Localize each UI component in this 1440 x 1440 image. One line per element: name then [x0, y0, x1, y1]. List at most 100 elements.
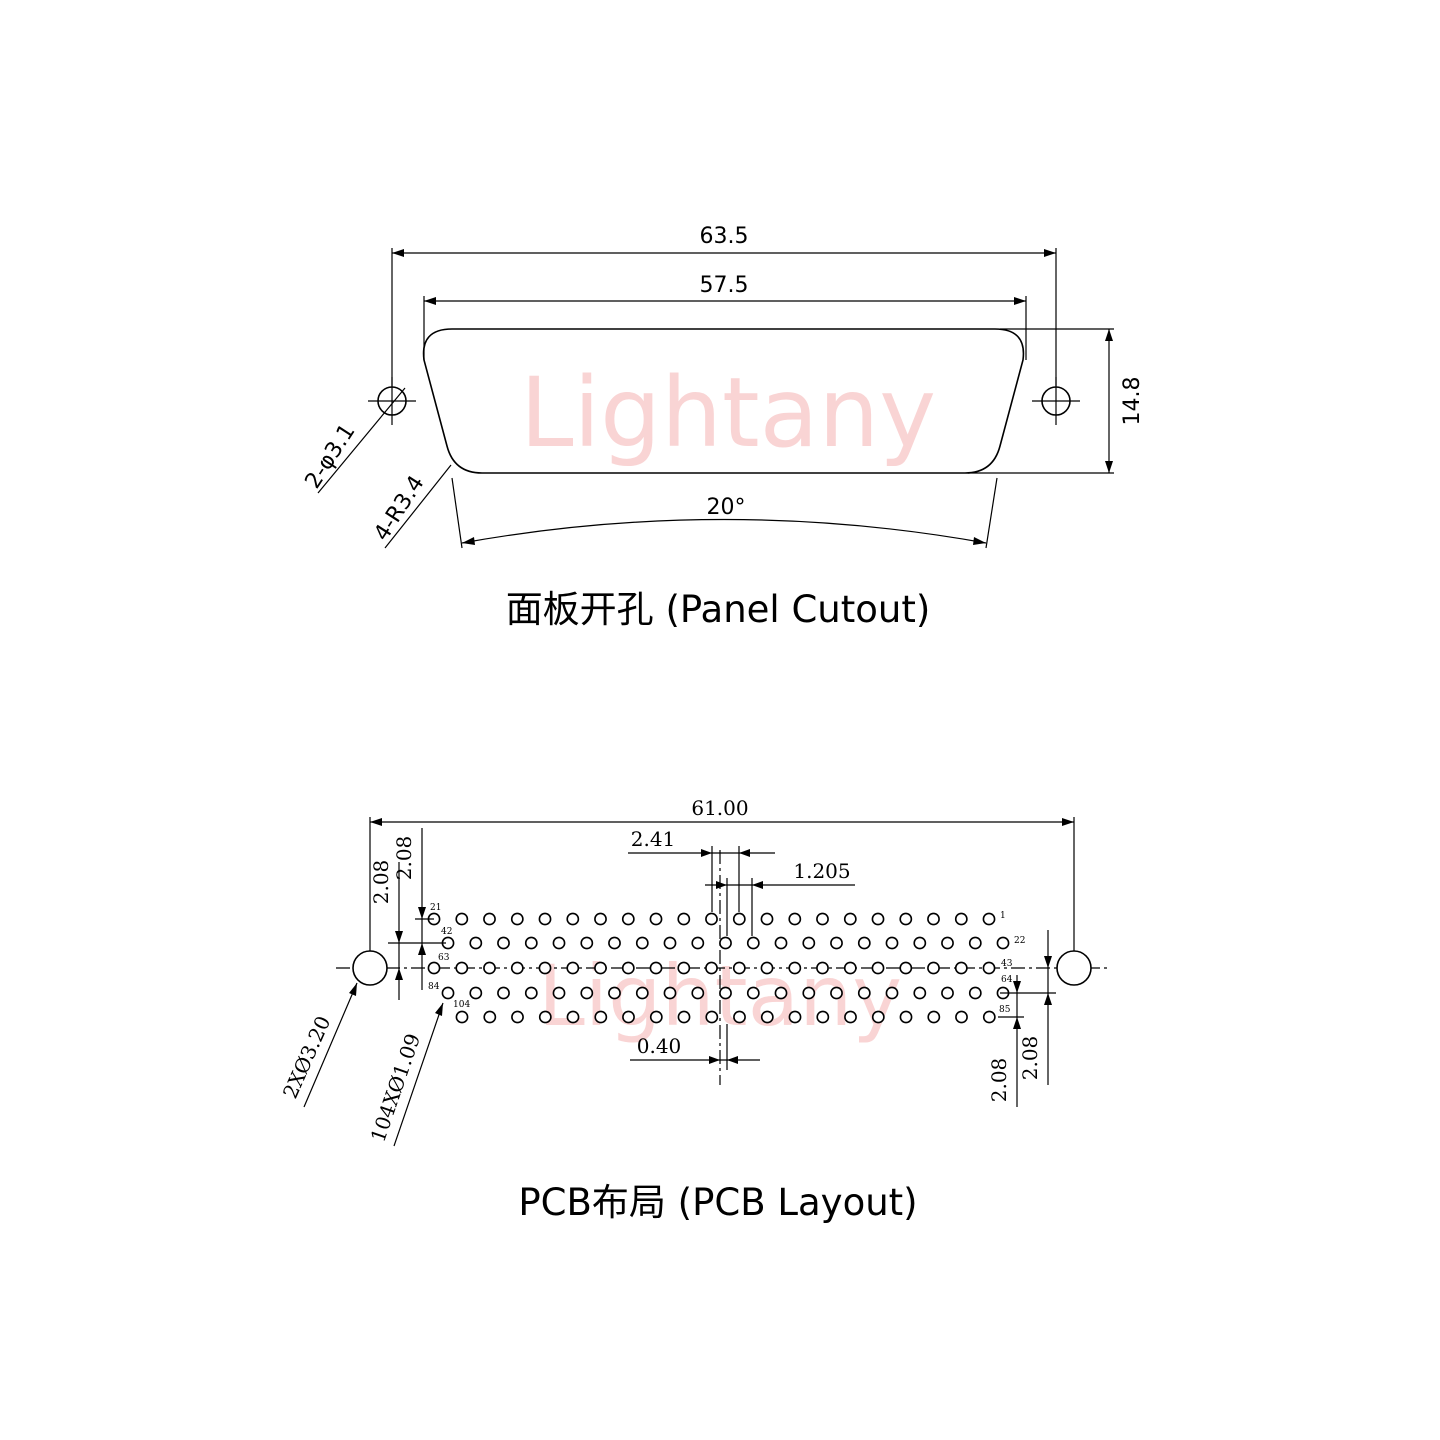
- pin-hole-5: [871, 912, 885, 926]
- pin-hole-19: [483, 912, 496, 926]
- label-corner-radius: 4-R3.4: [369, 471, 429, 545]
- pin-hole-84: [441, 986, 455, 1000]
- pin-hole-86: [955, 1010, 968, 1024]
- pin-hole-94: [733, 1010, 746, 1024]
- panel-title: 面板开孔 (Panel Cutout): [506, 588, 931, 631]
- pin-hole-53: [705, 961, 718, 975]
- pin-hole-62: [455, 961, 469, 975]
- pin-label-63: 63: [438, 953, 450, 963]
- pin-hole-36: [608, 936, 621, 950]
- pin-hole-52: [732, 961, 746, 975]
- pin-hole-33: [691, 936, 705, 950]
- pin-label-85: 85: [999, 1005, 1011, 1015]
- dim-right-inner: 2.08: [987, 1058, 1011, 1103]
- pin-hole-37: [580, 936, 594, 950]
- dim-pitch: 2.41: [631, 827, 676, 851]
- pin-hole-13: [649, 912, 663, 926]
- pin-hole-15: [594, 912, 607, 926]
- dim-right-outer: 2.08: [1018, 1036, 1042, 1081]
- pin-hole-77: [635, 986, 649, 1000]
- pin-hole-10: [732, 912, 746, 926]
- dim-overall-width: 63.5: [700, 224, 749, 249]
- pin-hole-55: [649, 961, 663, 975]
- pin-hole-85: [982, 1010, 996, 1024]
- pin-hole-59: [538, 961, 552, 975]
- pin-hole-65: [968, 986, 982, 1000]
- pin-hole-51: [760, 961, 774, 975]
- pin-hole-75: [691, 986, 705, 1000]
- pin-hole-69: [857, 986, 871, 1000]
- pin-label-21: 21: [430, 903, 441, 913]
- pin-label-43: 43: [1001, 959, 1013, 969]
- pin-hole-46: [899, 961, 913, 975]
- pin-hole-104: [455, 1010, 469, 1024]
- pin-hole-103: [483, 1010, 497, 1024]
- pin-hole-3: [927, 912, 940, 926]
- pin-hole-57: [594, 961, 607, 975]
- pin-hole-35: [635, 936, 649, 950]
- pcb-layout-view: Lightany 61.00 2.41 1.205 0.40: [278, 796, 1110, 1224]
- pin-hole-70: [830, 986, 843, 1000]
- pcb-mount-hole-left: [352, 950, 388, 986]
- pin-hole-92: [788, 1010, 802, 1024]
- label-pcb-mount-holes: 2XØ3.20: [278, 1012, 336, 1102]
- pin-hole-98: [622, 1010, 635, 1024]
- label-mount-holes: 2-φ3.1: [301, 420, 361, 494]
- pin-hole-79: [580, 986, 594, 1000]
- pin-hole-83: [469, 986, 483, 1000]
- pin-hole-38: [552, 936, 566, 950]
- pin-hole-22: [996, 936, 1010, 950]
- pin-hole-96: [677, 1010, 691, 1024]
- pin-hole-78: [608, 986, 621, 1000]
- pin-hole-30: [774, 936, 788, 950]
- label-pin-holes: 104XØ1.09: [366, 1030, 425, 1145]
- pin-hole-20: [455, 912, 469, 926]
- pin-hole-31: [746, 936, 760, 950]
- pin-hole-100: [566, 1010, 580, 1024]
- pin-hole-72: [774, 986, 788, 1000]
- pin-hole-45: [927, 961, 940, 975]
- pin-hole-102: [511, 1010, 524, 1024]
- pin-hole-71: [802, 986, 816, 1000]
- pin-hole-54: [677, 961, 691, 975]
- pin-hole-74: [719, 986, 732, 1000]
- pin-hole-27: [857, 936, 871, 950]
- pin-label-22: 22: [1014, 936, 1025, 946]
- pin-hole-73: [746, 986, 760, 1000]
- pin-hole-40: [497, 936, 510, 950]
- pin-grid: [427, 912, 1010, 1024]
- dim-offset: 0.40: [637, 1034, 682, 1058]
- pin-hole-49: [816, 961, 829, 975]
- pin-hole-66: [941, 986, 954, 1000]
- dim-left-inner: 2.08: [392, 836, 416, 881]
- pin-hole-47: [871, 961, 885, 975]
- pin-hole-14: [621, 912, 635, 926]
- pcb-title: PCB布局 (PCB Layout): [518, 1181, 917, 1224]
- pin-hole-56: [621, 961, 635, 975]
- pin-hole-82: [497, 986, 510, 1000]
- pin-label-42: 42: [441, 927, 452, 937]
- pin-hole-93: [760, 1010, 774, 1024]
- pin-hole-34: [663, 936, 677, 950]
- pin-hole-95: [705, 1010, 719, 1024]
- pin-hole-68: [885, 986, 899, 1000]
- pin-hole-25: [913, 936, 927, 950]
- pin-hole-76: [663, 986, 677, 1000]
- pin-hole-11: [705, 912, 718, 926]
- pin-hole-1: [982, 912, 996, 926]
- pcb-mount-hole-right: [1056, 950, 1092, 986]
- pin-hole-81: [524, 986, 538, 1000]
- pin-hole-43: [982, 961, 996, 975]
- pin-label-104: 104: [453, 1000, 470, 1010]
- pin-hole-26: [885, 936, 899, 950]
- pin-label-64: 64: [1001, 975, 1013, 985]
- pin-hole-101: [538, 1010, 552, 1024]
- pin-hole-91: [816, 1010, 830, 1024]
- pin-hole-44: [954, 961, 968, 975]
- pin-hole-18: [510, 912, 524, 926]
- pin-hole-50: [788, 961, 802, 975]
- pin-hole-7: [816, 912, 829, 926]
- pin-hole-29: [802, 936, 816, 950]
- pin-hole-61: [483, 961, 496, 975]
